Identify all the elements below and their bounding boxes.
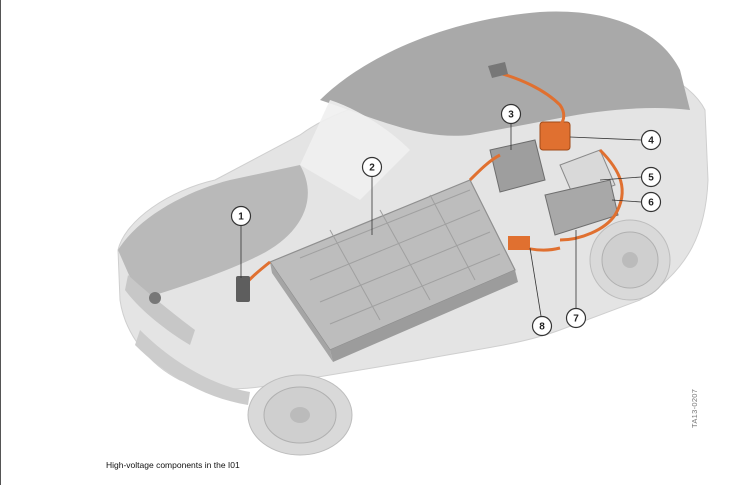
callout-2: 2 (361, 156, 383, 178)
callout-5: 5 (640, 166, 662, 188)
callout-number: 7 (573, 314, 579, 325)
callout-number: 8 (539, 322, 545, 333)
headlight (125, 275, 195, 345)
component-3-body (489, 139, 546, 193)
component-6-body (544, 179, 619, 236)
hv-cable (468, 153, 501, 182)
callout-number: 3 (508, 110, 514, 121)
callout-number: 1 (238, 212, 244, 223)
hv-cable (514, 243, 561, 252)
component-4-body (539, 121, 571, 151)
front-bumper (135, 330, 250, 405)
callout-leaders (240, 124, 642, 317)
rear-components (238, 62, 624, 291)
charging-socket (488, 62, 508, 78)
callout-number: 2 (369, 163, 375, 174)
callout-number: 5 (648, 173, 654, 184)
figure-caption: High-voltage components in the I01 (106, 460, 240, 470)
hv-battery (269, 179, 518, 362)
car-hood (118, 165, 308, 300)
callout-7: 7 (565, 307, 587, 329)
callout-1: 1 (230, 205, 252, 227)
callout-3: 3 (500, 103, 522, 125)
car-windshield (300, 100, 410, 200)
hv-cable (559, 148, 624, 242)
frame-left-border (0, 0, 1, 485)
hv-cable (494, 70, 566, 127)
callout-number: 4 (648, 136, 654, 147)
callout-4: 4 (640, 129, 662, 151)
callout-6: 6 (640, 191, 662, 213)
front-wheel (247, 374, 353, 456)
rear-wheel (589, 219, 671, 301)
figure-code: TA13-0207 (690, 388, 699, 428)
logo-emblem (149, 292, 161, 304)
callout-number: 6 (648, 198, 654, 209)
component-1-body (236, 276, 250, 302)
callout-8: 8 (531, 315, 553, 337)
